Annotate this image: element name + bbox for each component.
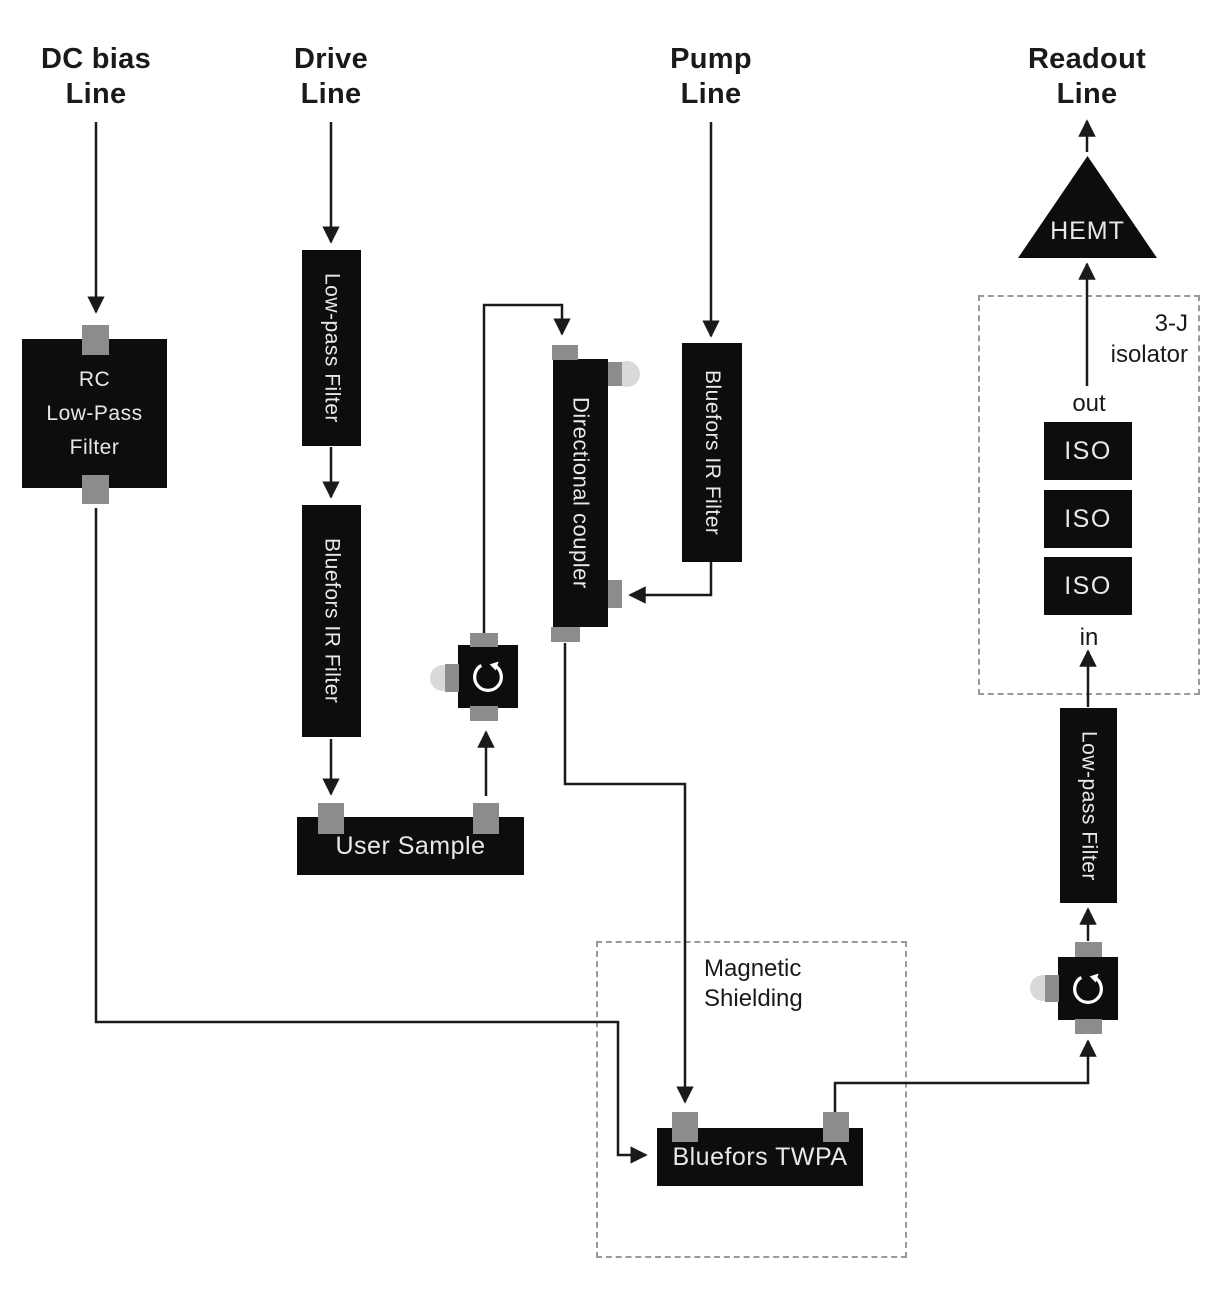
circulator-left-box [458,645,518,708]
circulator-icon [1073,972,1103,1004]
rc-filter-top-connector [82,325,109,355]
coupler-bottom-connector [551,627,580,642]
twpa-left-connector [672,1112,698,1142]
circulator-left-top-connector [470,633,498,647]
hemt-label: HEMT [1050,217,1125,245]
magnetic-shielding-box: Magnetic Shielding [596,941,907,1258]
wire-circulator-to-coupler [482,303,571,634]
heading-dc-bias-line: DC bias Line [40,43,152,110]
isolator-label: 3-J isolator [1110,310,1188,368]
drive-low-pass-filter-box: Low-pass Filter [302,250,361,446]
wire-dc-bias-to-twpa [94,508,648,1164]
pump-ir-filter-box: Bluefors IR Filter [682,343,742,562]
heading-readout-line: Readout Line [1027,43,1147,110]
user-sample-right-connector [473,803,499,834]
magnetic-shielding-label: Magnetic Shielding [704,955,803,1012]
wire-twpa-to-circulator2 [833,1039,1097,1114]
circulator-right-box [1058,957,1118,1020]
twpa-right-connector [823,1112,849,1142]
coupler-top-connector [552,345,578,360]
iso-box-2: ISO [1044,490,1132,548]
wire-coupler-to-twpa [563,643,694,1104]
rc-filter-bottom-connector [82,475,109,504]
circulator-left-side-connector [445,664,459,692]
coupler-right-connector [608,580,622,608]
isolator-in-label: in [1079,624,1099,651]
twpa-box: Bluefors TWPA [657,1128,863,1186]
circulator-left-bottom-connector [470,706,498,721]
wire-pump-irf-to-coupler [628,562,713,604]
circulator-right-top-connector [1075,942,1102,957]
user-sample-left-connector [318,803,344,834]
circulator-icon [473,660,503,692]
circulator-right-bottom-connector [1075,1019,1102,1034]
heading-drive-line: Drive Line [293,43,369,110]
isolator-box: 3-J isolator out ISO ISO ISO in [978,295,1200,695]
isolator-out-label: out [1072,390,1106,417]
iso-box-3: ISO [1044,557,1132,615]
drive-ir-filter-box: Bluefors IR Filter [302,505,361,737]
circulator-right-side-connector [1045,975,1059,1002]
coupler-top-right-connector [608,362,622,386]
rc-low-pass-filter-box: RC Low-Pass Filter [22,339,167,488]
directional-coupler-box: Directional coupler [553,359,608,627]
iso-box-1: ISO [1044,422,1132,480]
readout-low-pass-filter-box: Low-pass Filter [1060,708,1117,903]
heading-pump-line: Pump Line [670,43,752,110]
